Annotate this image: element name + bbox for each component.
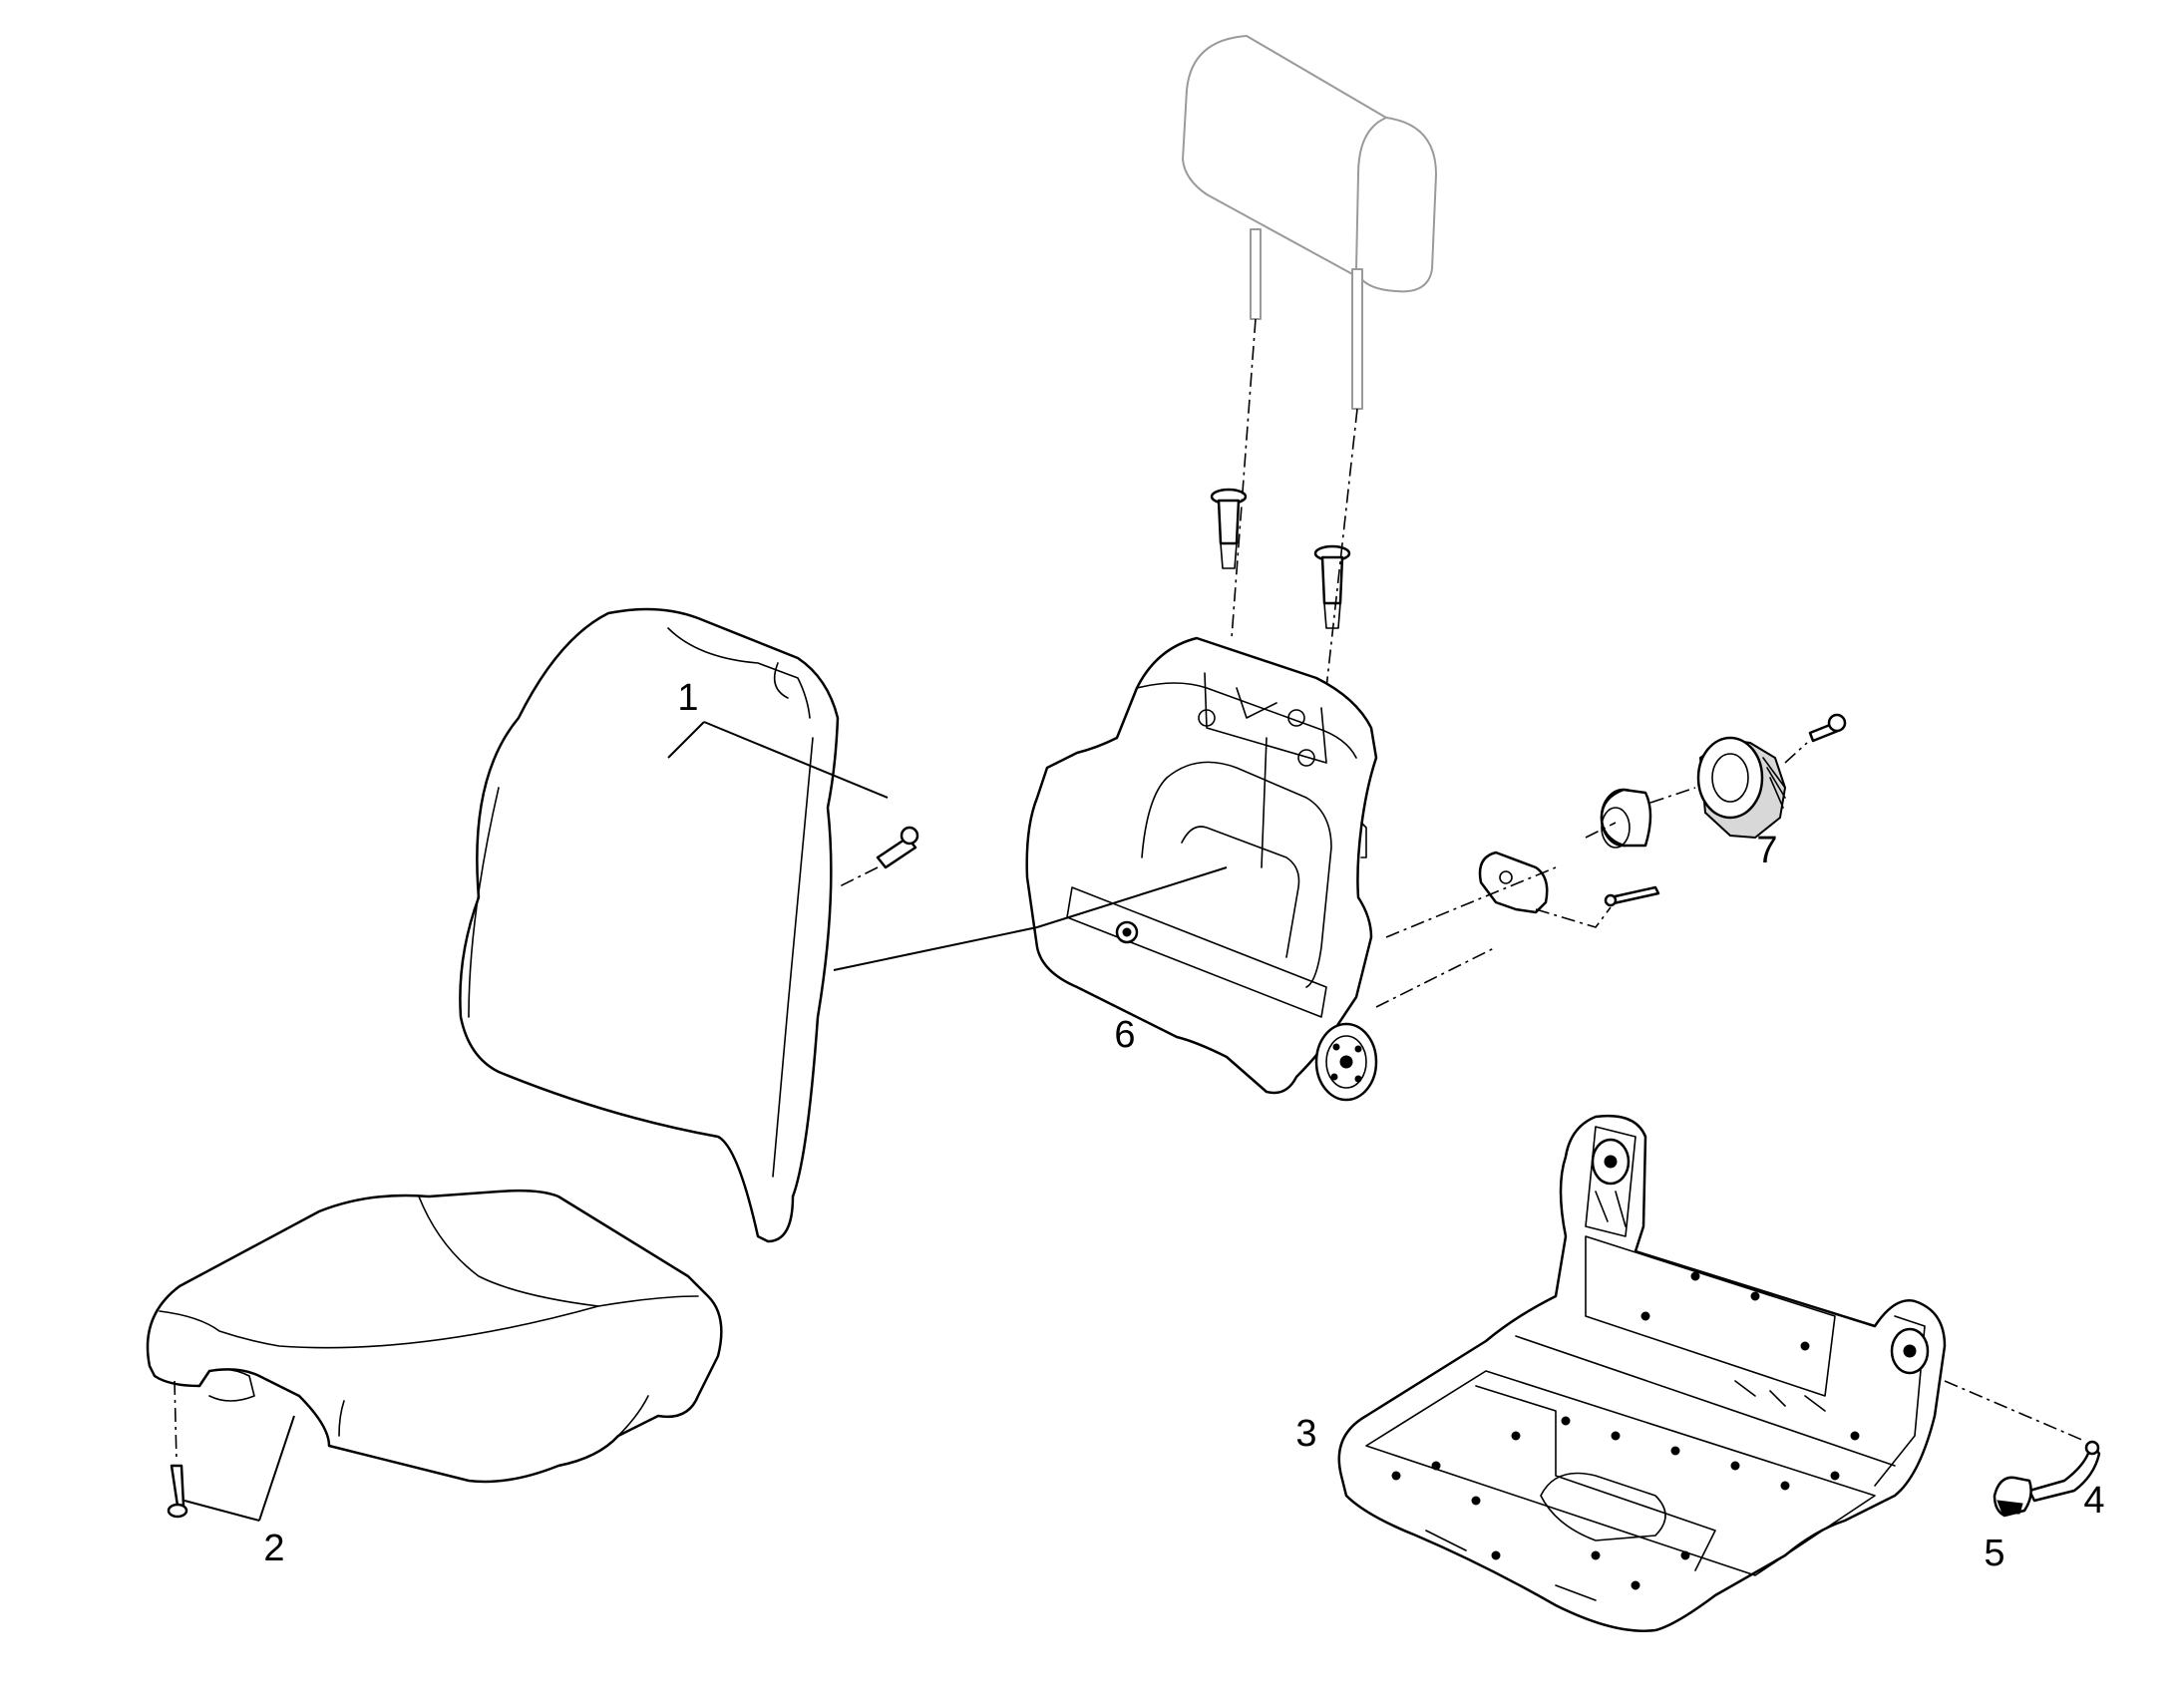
seat-cushion-cover xyxy=(146,1189,723,1484)
screw-2 xyxy=(167,1464,188,1519)
centerline-headrest-right xyxy=(1325,408,1358,689)
callout-3: 3 xyxy=(1295,1413,1316,1455)
seat-back-frame xyxy=(1025,636,1378,1095)
seat-back-cover xyxy=(459,607,840,1243)
recliner-pin xyxy=(1604,885,1660,907)
leader-2a xyxy=(183,1500,260,1522)
callouts: 1 2 3 4 5 6 7 xyxy=(263,677,2104,1574)
screw-1 xyxy=(876,826,919,869)
leader-1a xyxy=(667,721,705,759)
centerline-recliner-1 xyxy=(1385,866,1557,938)
centerline-recliner-2 xyxy=(1585,822,1617,839)
callout-1: 1 xyxy=(677,677,698,719)
recliner-knob xyxy=(1696,736,1787,840)
callout-4: 4 xyxy=(2083,1480,2104,1522)
headrest-guide-right xyxy=(1313,544,1351,629)
centerline-recliner-4 xyxy=(1784,742,1808,764)
headrest xyxy=(1182,35,1437,410)
callout-2: 2 xyxy=(263,1528,284,1569)
centerline-lever xyxy=(1944,1380,2085,1442)
leader-1b xyxy=(703,721,889,799)
leader-6a xyxy=(833,926,1038,971)
bushing xyxy=(1600,788,1652,849)
release-lever xyxy=(2027,1440,2101,1503)
callout-5: 5 xyxy=(1984,1533,2004,1574)
recliner-hub xyxy=(1314,1022,1378,1102)
leader-2b xyxy=(258,1415,295,1522)
callout-7: 7 xyxy=(1756,830,1777,871)
centerline-recliner-5 xyxy=(1375,946,1497,1008)
centerline-recliner-6 xyxy=(1535,906,1612,928)
headrest-guide-left xyxy=(1210,488,1248,569)
knob-screw xyxy=(1808,713,1847,743)
seat-cushion-frame xyxy=(1337,1114,1947,1632)
callout-6: 6 xyxy=(1114,1014,1135,1056)
centerline-recliner-3 xyxy=(1649,787,1696,804)
recliner-bracket xyxy=(1478,851,1549,914)
centerline-headrest-left xyxy=(1231,318,1257,639)
centerline-screw-2 xyxy=(174,1380,178,1462)
leader-6b xyxy=(1036,866,1228,928)
centerline-screw-1 xyxy=(837,866,879,888)
leader-lines xyxy=(183,721,1228,1522)
lever-handle xyxy=(1993,1476,2032,1518)
